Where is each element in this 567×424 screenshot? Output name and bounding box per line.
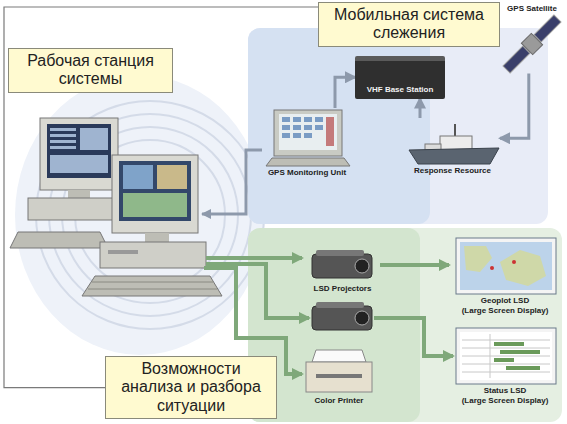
base-station: VHF Base Station xyxy=(355,56,445,99)
device-label: GPS Monitoring Unit xyxy=(262,168,352,178)
callout-box: Мобильная система слежения xyxy=(318,2,500,47)
satellite-node: GPS Satellite xyxy=(500,4,564,74)
printer-node: Color Printer xyxy=(300,346,378,406)
connector xyxy=(380,263,449,267)
callout-box: Рабочая станция системы xyxy=(8,48,173,93)
monitor-node: GPS Monitoring Unit xyxy=(262,108,352,178)
ship-node: Response Resource xyxy=(405,118,500,176)
projector-node: LSD Projectors xyxy=(305,248,380,294)
device-label: Status LSD xyxy=(449,386,561,396)
device-label: VHF Base Station xyxy=(355,85,445,95)
device-label: (Large Screen Display) xyxy=(449,306,561,316)
callout-text: Возможности анализа и разбора ситуации xyxy=(112,360,270,415)
callout-text: Рабочая станция системы xyxy=(15,52,166,89)
callout-box: Возможности анализа и разбора ситуации xyxy=(105,356,277,419)
connector xyxy=(419,99,422,118)
device-label: LSD Projectors xyxy=(305,284,380,294)
device-label: Color Printer xyxy=(300,396,378,406)
connector xyxy=(500,74,529,139)
screen-node: Status LSD(Large Screen Display) xyxy=(449,326,561,405)
screen-node: Geoplot LSD(Large Screen Display) xyxy=(449,236,561,315)
callout-text: Мобильная система слежения xyxy=(325,6,493,43)
connector xyxy=(335,77,355,108)
device-label: (Large Screen Display) xyxy=(449,396,561,406)
connector xyxy=(4,7,318,388)
device-label: Response Resource xyxy=(405,166,500,176)
device-label: Geoplot LSD xyxy=(449,296,561,306)
device-label: GPS Satellite xyxy=(500,4,564,14)
